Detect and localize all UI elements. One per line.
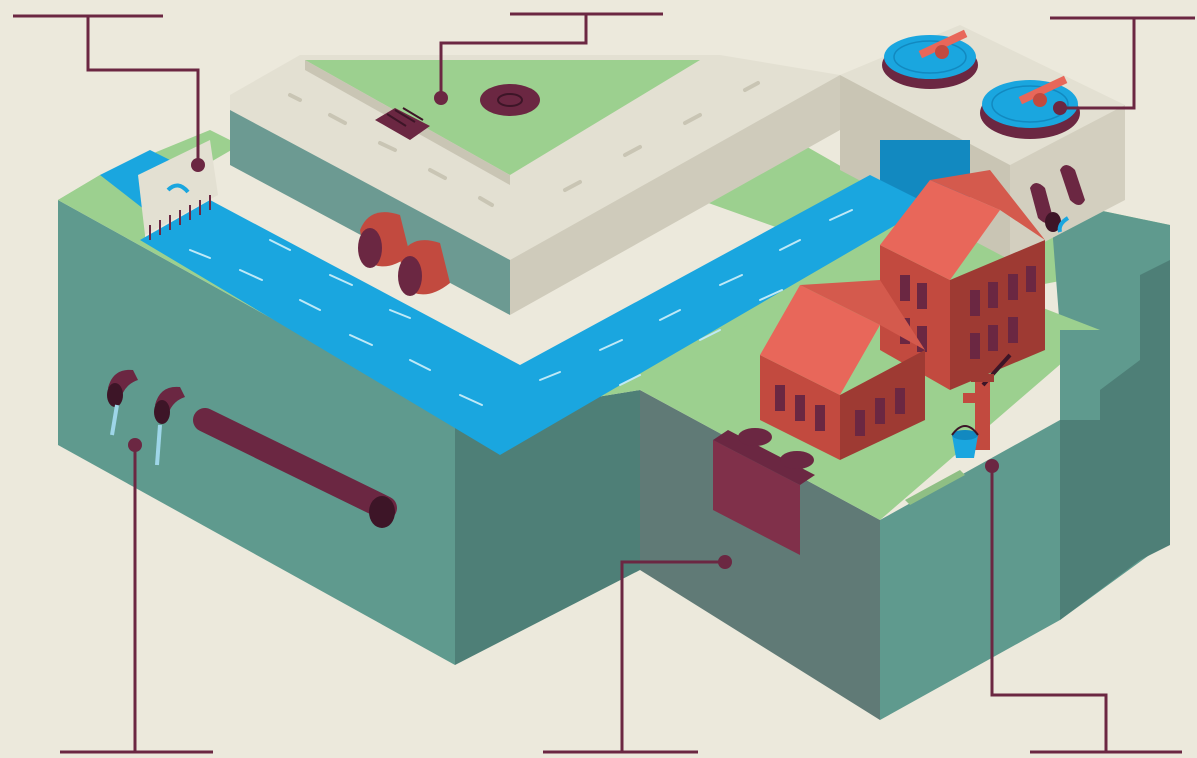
septic-lid-1 <box>738 428 772 446</box>
manhole <box>480 84 540 116</box>
septic-lid-2 <box>780 451 814 469</box>
settling-tank-1 <box>882 30 978 89</box>
bucket <box>952 426 978 458</box>
